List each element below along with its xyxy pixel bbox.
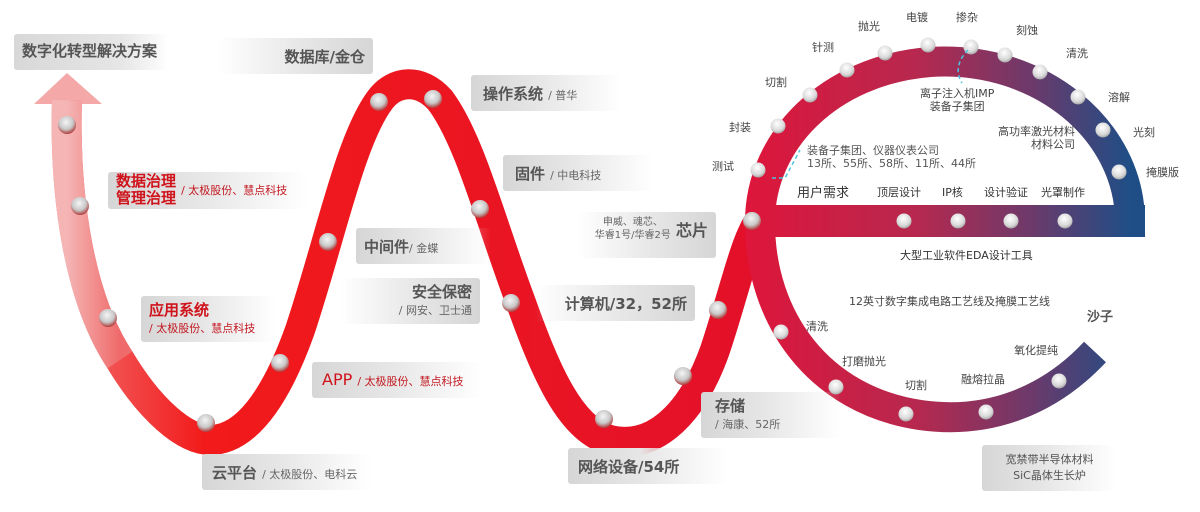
label-operating-system: 操作系统 / 普华 <box>471 75 621 111</box>
bar-step-mask-making: 光罩制作 <box>1041 186 1085 199</box>
step-mask: 掩膜版 <box>1146 166 1179 179</box>
lower-step-cutting: 切割 <box>905 379 927 392</box>
material-box: 宽禁带半导体材料 SiC晶体生长炉 <box>982 445 1117 491</box>
step-dissolving: 溶解 <box>1108 91 1130 104</box>
label-application-system: 应用系统 / 太极股份、慧点科技 <box>141 296 276 342</box>
note-ion-implanter: 离子注入机IMP 装备子集团 <box>920 87 995 113</box>
page-title: 数字化转型解决方案 <box>14 34 169 70</box>
lower-step-crystal-pulling: 融熔拉晶 <box>961 373 1005 386</box>
label-storage: 存储 / 海康、52所 <box>701 392 841 438</box>
step-packaging: 封装 <box>729 121 751 134</box>
step-polishing: 抛光 <box>858 20 880 33</box>
label-middleware: 中间件/ 金蝶 <box>356 228 491 264</box>
bar-step-user-requirements: 用户需求 <box>797 186 850 201</box>
step-plating: 电镀 <box>906 11 928 24</box>
step-dicing: 切割 <box>765 76 787 89</box>
ring-beads <box>750 37 1127 422</box>
label-network-device: 网络设备/54所 <box>568 448 728 484</box>
bar-step-design-verification: 设计验证 <box>984 186 1028 199</box>
step-etching: 刻蚀 <box>1016 24 1038 37</box>
label-database: 数据库/金仓 <box>218 38 373 74</box>
bar-step-top-design: 顶层设计 <box>877 186 921 199</box>
label-cloud-platform: 云平台 / 太极股份、电科云 <box>202 454 372 490</box>
wave-beads <box>58 90 761 432</box>
up-arrow-icon <box>34 73 102 104</box>
label-chip: 申威、魂芯、 华睿1号/华睿2号 芯片 <box>578 212 716 258</box>
label-app: APP / 太极股份、慧点科技 <box>312 362 482 398</box>
step-probe-test: 针测 <box>812 41 834 54</box>
label-firmware: 固件 / 中电科技 <box>503 155 653 191</box>
bar-caption-eda: 大型工业软件EDA设计工具 <box>900 249 1033 262</box>
step-doping: 掺杂 <box>956 11 978 24</box>
end-label-sand: 沙子 <box>1087 310 1114 325</box>
step-lithography: 光刻 <box>1133 126 1155 139</box>
bar-step-ip-core: IP核 <box>942 186 963 199</box>
note-equipment: 装备子集团、仪器仪表公司 13所、55所、58所、11所、44所 <box>807 144 976 170</box>
lower-step-cleaning: 清洗 <box>806 320 828 333</box>
label-data-governance: 数据治理 管理治理 / 太极股份、慧点科技 <box>108 172 308 209</box>
step-cleaning: 清洗 <box>1066 47 1088 60</box>
lower-step-purification: 氧化提纯 <box>1014 344 1058 357</box>
note-laser-material: 高功率激光材料 材料公司 <box>998 125 1075 151</box>
step-test: 测试 <box>712 160 734 173</box>
lower-step-grinding: 打磨抛光 <box>842 355 886 368</box>
label-computer: 计算机/32，52所 <box>535 285 695 321</box>
label-security: 安全保密 / 网安、卫士通 <box>340 278 480 324</box>
lower-caption: 12英寸数字集成电路工艺线及掩膜工艺线 <box>849 295 1050 308</box>
